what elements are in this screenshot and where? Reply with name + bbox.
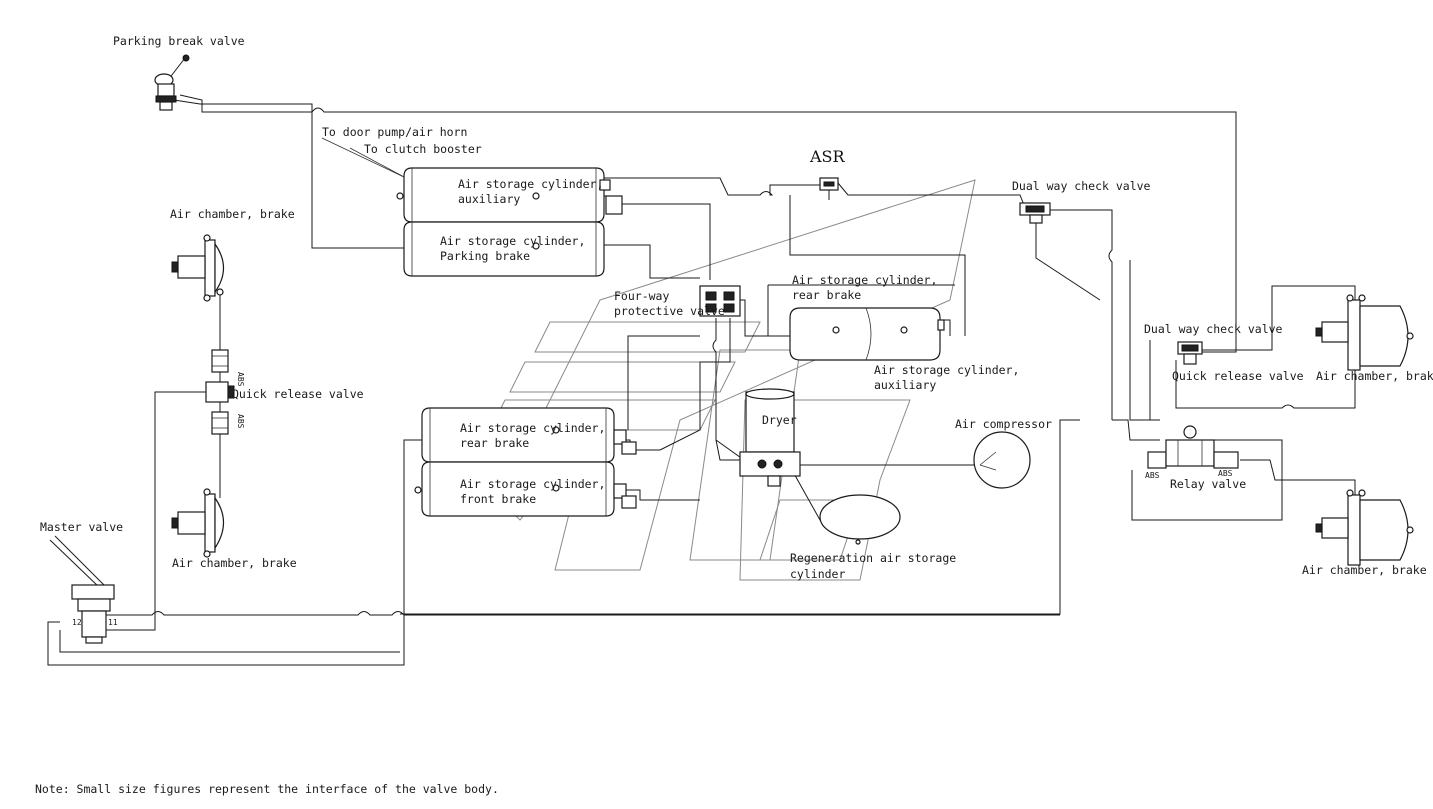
asr-valve	[819, 177, 839, 200]
label-dryer: Dryer	[762, 413, 797, 427]
label-four-way-1: Four-way	[614, 289, 669, 303]
relay-valve	[1147, 425, 1239, 469]
label-parking-brake-valve: Parking break valve	[113, 34, 245, 48]
four-way-protective-valve	[699, 285, 741, 317]
label-tank-aux-top-1: Air storage cylinder,	[458, 177, 603, 191]
tank-rear-low	[421, 407, 637, 463]
label-quick-release-right: Quick release valve	[1172, 369, 1304, 383]
note-text: Note: Small size figures represent the i…	[35, 782, 499, 796]
label-air-compressor: Air compressor	[955, 417, 1052, 431]
label-to-clutch-booster: To clutch booster	[364, 142, 482, 156]
label-tank-front-2: front brake	[460, 492, 536, 506]
air-chamber-right-bottom	[1315, 489, 1414, 566]
quick-release-valve-left	[205, 349, 235, 435]
label-tank-parking-2: Parking brake	[440, 249, 530, 263]
label-tank-front-1: Air storage cylinder,	[460, 477, 605, 491]
label-tank-rear-low-2: rear brake	[460, 436, 529, 450]
parking-brake-valve	[154, 54, 190, 111]
label-regen-2: cylinder	[790, 567, 845, 581]
labels: Parking break valve To door pump/air hor…	[35, 34, 1433, 796]
air-compressor	[973, 431, 1031, 489]
label-air-chamber-right-bottom: Air chamber, brake	[1302, 563, 1427, 577]
label-air-chamber-left-bottom: Air chamber, brake	[172, 556, 297, 570]
label-regen-1: Regeneration air storage	[790, 551, 956, 565]
label-abs-2: ABS	[236, 414, 245, 429]
label-tank-aux-top-2: auxiliary	[458, 192, 520, 206]
label-asr: ASR	[809, 147, 846, 166]
dual-check-valve-top	[1019, 202, 1051, 224]
air-chamber-left-top	[171, 234, 225, 302]
svg-text:11: 11	[108, 618, 118, 627]
label-abs-relay-left: ABS	[1145, 471, 1160, 480]
label-tank-rear-mid-2: rear brake	[792, 288, 861, 302]
air-chamber-left-bottom	[171, 488, 225, 558]
label-relay-valve: Relay valve	[1170, 477, 1246, 491]
label-air-chamber-right-top: Air chamber, brake	[1316, 369, 1433, 383]
label-dual-check-top: Dual way check valve	[1012, 179, 1151, 193]
regeneration-tank	[819, 494, 901, 545]
label-quick-release-left: Quick release valve	[232, 387, 364, 401]
dryer	[739, 388, 801, 487]
label-air-chamber-left-top: Air chamber, brake	[170, 207, 295, 221]
label-abs-relay-right: ABS	[1218, 469, 1233, 478]
label-abs-1: ABS	[236, 372, 245, 387]
label-four-way-2: protective valve	[614, 304, 725, 318]
label-tank-parking-1: Air storage cylinder,	[440, 234, 585, 248]
dual-check-valve-right	[1177, 341, 1203, 365]
tank-front	[414, 461, 637, 517]
label-tank-aux-mid-1: Air storage cylinder,	[874, 363, 1019, 377]
label-dual-check-right: Dual way check valve	[1144, 322, 1283, 336]
svg-text:12: 12	[72, 618, 82, 627]
tank-parking	[403, 221, 605, 277]
label-tank-aux-mid-2: auxiliary	[874, 378, 936, 392]
tank-rear-mid	[789, 307, 945, 361]
label-master-valve: Master valve	[40, 520, 123, 534]
master-valve: 12 11	[49, 535, 118, 644]
label-tank-rear-mid-1: Air storage cylinder,	[792, 273, 937, 287]
air-chamber-right-top	[1315, 294, 1414, 371]
label-tank-rear-low-1: Air storage cylinder,	[460, 421, 605, 435]
label-to-door-pump: To door pump/air horn	[322, 125, 467, 139]
